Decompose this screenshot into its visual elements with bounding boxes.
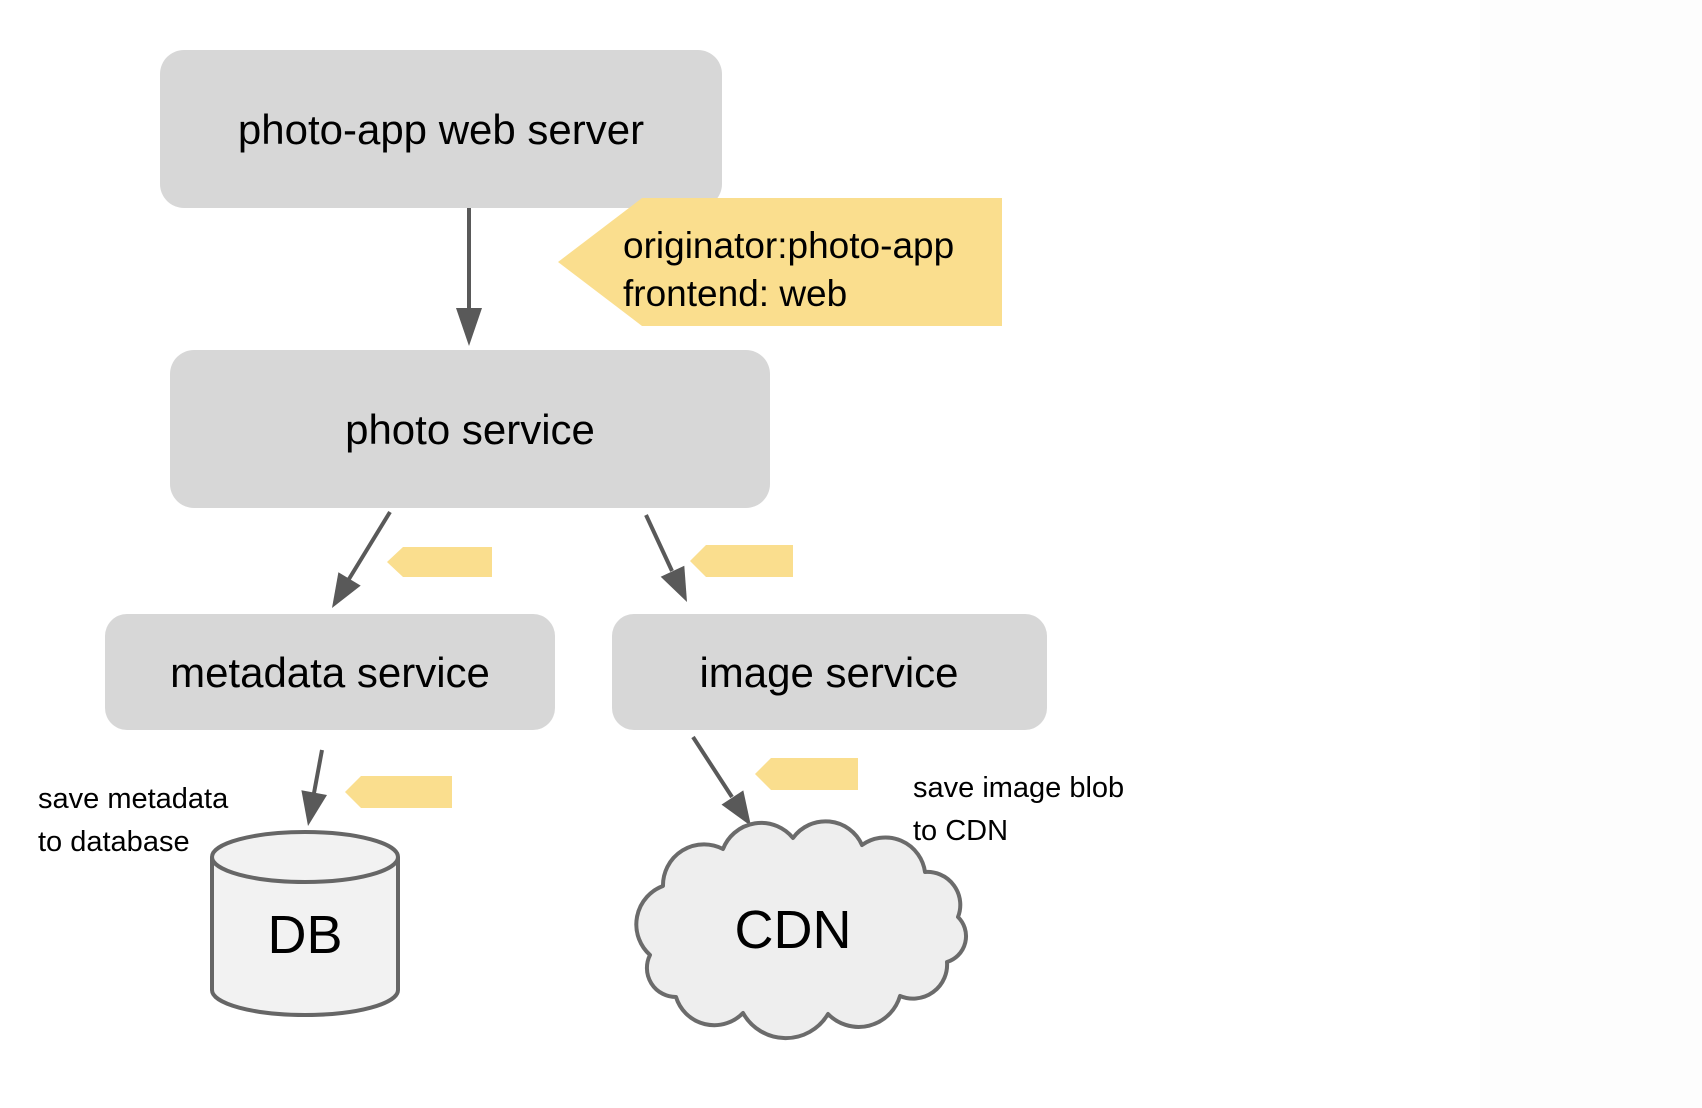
db-label: DB	[267, 905, 342, 965]
empty-baggage-tag-image	[690, 545, 793, 577]
db-cylinder-top	[210, 830, 400, 884]
metadata-service-label: metadata service	[170, 649, 490, 696]
arrow-photo-to-image	[644, 514, 687, 602]
web-server-label: photo-app web server	[238, 106, 644, 153]
web-server-node: photo-app web server	[160, 50, 722, 208]
save-image-line1: save image blob	[913, 772, 1124, 804]
empty-baggage-tag-metadata	[387, 547, 492, 577]
image-service-node: image service	[612, 614, 1047, 730]
metadata-service-box	[105, 614, 555, 730]
photo-service-label: photo service	[345, 406, 595, 453]
empty-baggage-tag-cdn	[755, 758, 858, 790]
web-server-box	[160, 50, 722, 208]
cdn-cloud: CDN	[634, 819, 969, 1041]
metadata-service-node: metadata service	[105, 614, 555, 730]
cdn-cloud-shape	[634, 819, 969, 1041]
db-cylinder: DB	[210, 830, 400, 1017]
arrow-metadata-to-db	[301, 749, 327, 826]
save-metadata-line1: save metadata	[38, 783, 229, 815]
baggage-tag-line2: frontend: web	[623, 273, 847, 314]
baggage-tag-line1: originator:photo-app	[623, 225, 954, 266]
annotation-save-metadata: save metadata to database	[38, 783, 229, 858]
arrow-web-to-photo	[456, 208, 482, 346]
save-image-line2: to CDN	[913, 815, 1008, 847]
baggage-tag: originator:photo-app frontend: web	[558, 198, 1002, 326]
image-service-label: image service	[699, 649, 958, 696]
baggage-tag-shape	[558, 198, 1002, 326]
right-margin-panel	[1480, 0, 1702, 1108]
image-service-box	[612, 614, 1047, 730]
db-cylinder-body	[210, 857, 400, 1017]
cdn-label: CDN	[735, 900, 852, 960]
arrow-photo-to-metadata	[332, 510, 392, 608]
save-metadata-line2: to database	[38, 826, 190, 858]
photo-service-box	[170, 350, 770, 508]
photo-service-node: photo service	[170, 350, 770, 508]
arrow-image-to-cdn	[691, 735, 751, 826]
annotation-save-image: save image blob to CDN	[913, 772, 1124, 847]
empty-baggage-tag-db	[345, 776, 452, 808]
